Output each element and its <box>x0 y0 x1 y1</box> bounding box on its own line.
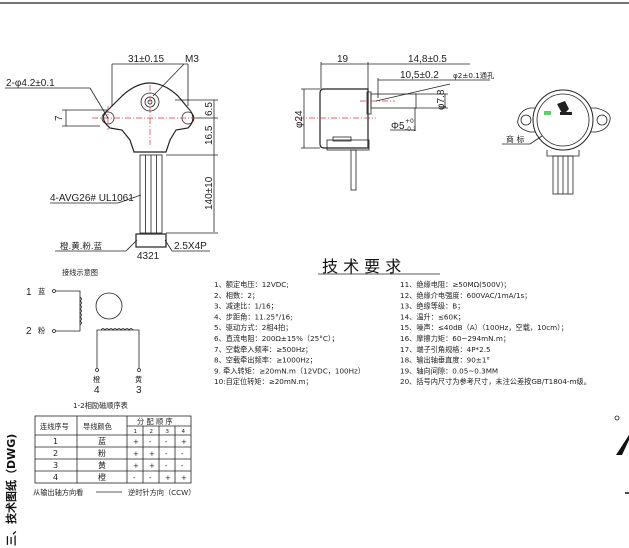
wire-spec: 4-AVG26# UL1061 <box>50 193 134 204</box>
partial-logo <box>614 415 629 494</box>
tech-req-item: 9. 牵入转矩：≥20mN.m（12VDC，100Hz） <box>214 366 365 375</box>
top-view: 商 标 <box>502 89 611 195</box>
row-number: 3 <box>53 461 58 470</box>
tech-req-item: 12、绝缘介电强度：600VAC/1mA/1s； <box>400 291 531 300</box>
dim-14-8: 14,8±0.5 <box>408 54 447 65</box>
tech-req-item: 4、步距角：11.25°/16; <box>214 312 293 321</box>
row-color: 粉 <box>98 448 106 458</box>
tech-req-item: 18、输出轴垂直度：90±1° <box>400 356 490 365</box>
tech-req-item: 10:自定位转矩：≥20mN.m； <box>214 377 313 386</box>
trademark-label: 商 标 <box>506 134 525 144</box>
sequence-cell: + <box>149 462 155 470</box>
pin4-number: 4 <box>94 385 100 396</box>
pin3-color: 黄 <box>135 375 142 384</box>
section-heading: 三、技术图纸（DWG) <box>4 434 18 546</box>
dim-holes: 2-φ4.2±0.1 <box>6 78 55 89</box>
tech-req-item: 15、噪声：≤40dB（A）（100Hz，空载，10cm）； <box>400 323 568 332</box>
tech-req-item: 16、摩擦力矩：60~294mN.m； <box>400 334 510 343</box>
tech-req-item: 11、绝缘电阻：≥50MΩ(500V)； <box>400 280 511 289</box>
tech-req-item: 8、空载牵出频率：≥1000Hz； <box>214 356 317 365</box>
side-view: 19 14,8±0.5 10,5±0.2 φ2±0.1通孔 φ24 φ7.8 Φ… <box>294 54 494 191</box>
tech-req-item: 13、绝缘等级：B； <box>400 302 464 311</box>
dim-shaft-tol-upper: +0 <box>405 118 414 125</box>
sequence-cell: + <box>133 438 139 446</box>
sequence-cell: - <box>149 474 152 482</box>
sequence-cell: + <box>181 474 187 482</box>
pin1-color: 蓝 <box>38 287 45 296</box>
sequence-cell: - <box>149 438 152 446</box>
step-header: 2 <box>150 429 154 435</box>
table-title: 1-2相励磁顺序表 <box>73 401 128 410</box>
header-sequence: 分 配 顺 序 <box>137 417 173 426</box>
dim-lead-length: 140±10 <box>204 176 215 210</box>
tech-req-item: 1、额定电压：12VDC; <box>214 280 289 289</box>
note-view-direction: 从输出轴方向看 <box>33 488 83 497</box>
sequence-cell: - <box>165 462 168 470</box>
lead-wires <box>139 154 163 234</box>
sequence-cell: + <box>133 462 139 470</box>
connector <box>135 233 167 248</box>
dim-shaft: Φ5 <box>391 121 405 132</box>
pin-order: 4321 <box>137 251 160 262</box>
step-header: 3 <box>166 429 170 435</box>
tech-req-item: 20、括号内尺寸为参考尺寸，未注公差按GB/T1804-m级。 <box>400 377 591 386</box>
tech-req-item: 5、驱动方式：2相4拍； <box>214 323 292 332</box>
tech-req-item: 3、减速比：1/16； <box>214 302 278 311</box>
sequence-cell: + <box>133 450 139 458</box>
tech-req-item: 7、空载牵入频率：≥500Hz； <box>214 345 312 354</box>
row-number: 2 <box>53 449 58 458</box>
pin2-number: 2 <box>26 326 32 337</box>
tech-req-item: 6、直流电阻：200Ω±15%（25°C）； <box>214 334 339 343</box>
wiring-title: 接线示意图 <box>62 268 98 277</box>
sequence-table: 1-2相励磁顺序表 连线序号 导线颜色 分 配 顺 序 1 2 3 4 1 蓝 + - - +2 粉… <box>33 401 195 497</box>
dim-16-5: 16.5 <box>204 125 215 145</box>
step-header: 4 <box>182 429 186 435</box>
dim-7: 7 <box>54 115 65 121</box>
row-number: 4 <box>53 473 58 482</box>
pin4-color: 橙 <box>93 375 100 384</box>
sequence-cell: - <box>133 474 136 482</box>
sequence-cell: - <box>181 450 184 458</box>
row-number: 1 <box>53 437 58 446</box>
row-color: 蓝 <box>98 436 106 446</box>
row-color: 黄 <box>98 460 106 470</box>
dim-6-5: 6.5 <box>204 102 215 116</box>
sequence-cell: - <box>181 462 184 470</box>
dim-shaft-tol-lower: -0.1 <box>405 126 417 133</box>
tech-req-item: 19、轴向间隙：0.05~0.3MM <box>400 366 498 375</box>
dim-d24: φ24 <box>294 110 305 128</box>
dim-19: 19 <box>337 54 349 65</box>
connector-spec: 2.5X4P <box>174 241 207 252</box>
front-view: 31±0.15 M3 2-φ4.2±0.1 7 6.5 16.5 140±10 … <box>5 54 218 262</box>
tech-requirements: 技 术 要 求 1、额定电压：12VDC; 2、相数：2； 3、减速比：1/16；4… <box>214 257 591 386</box>
step-header: 1 <box>134 429 138 435</box>
dim-10-5: 10,5±0.2 <box>400 70 439 81</box>
sequence-cell: + <box>165 474 171 482</box>
dim-screw: M3 <box>185 54 199 65</box>
header-wire-color: 导线颜色 <box>83 422 112 431</box>
sequence-cell: + <box>181 438 187 446</box>
pin2-color: 粉 <box>38 326 45 335</box>
sequence-cell: + <box>149 450 155 458</box>
tech-req-title: 技 术 要 求 <box>322 257 401 276</box>
dim-mount-spacing: 31±0.15 <box>128 54 165 65</box>
note-rotation: 逆时针方向（CCW） <box>128 488 195 497</box>
wire-colors: 橙.黄.粉.蓝 <box>60 241 103 252</box>
row-color: 橙 <box>98 472 106 482</box>
pin3-number: 3 <box>136 385 142 396</box>
dim-through-hole: φ2±0.1通孔 <box>453 71 494 80</box>
header-wire-no: 连线序号 <box>40 422 69 431</box>
dim-d7-8: φ7.8 <box>436 89 447 110</box>
sequence-cell: - <box>165 450 168 458</box>
tech-req-item: 14、温升：≤60K； <box>400 312 465 321</box>
pin1-number: 1 <box>26 287 32 298</box>
wiring-diagram: 接线示意图 1 蓝 2 粉 橙 4 黄 3 <box>26 268 142 396</box>
sequence-cell: - <box>165 438 168 446</box>
tech-req-item: 2、相数：2； <box>214 291 259 300</box>
tech-req-item: 17、端子引角规格：4P*2.5 <box>400 345 491 354</box>
